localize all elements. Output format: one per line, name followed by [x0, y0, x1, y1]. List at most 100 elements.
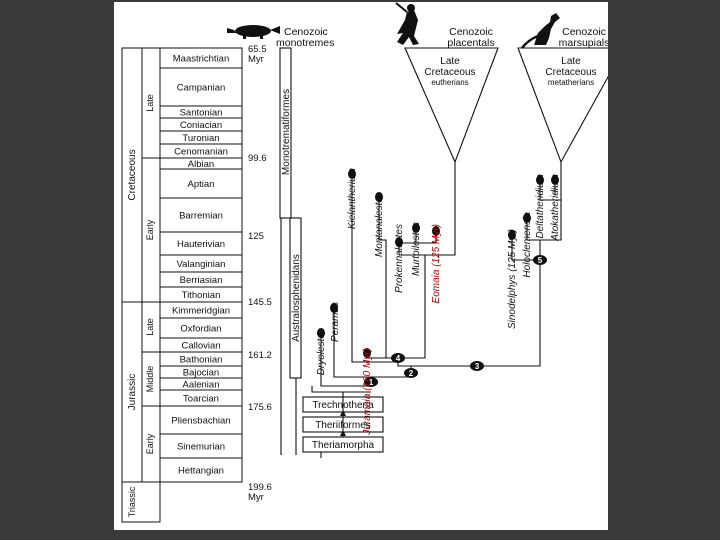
stage-label: Valanginian	[177, 259, 226, 270]
stage-label: Sinemurian	[177, 442, 225, 453]
epoch-label: Early	[145, 219, 155, 240]
stage-label: Callovian	[181, 341, 220, 352]
age-label: 199.6	[248, 482, 272, 493]
age-label: 161.2	[248, 350, 272, 361]
node-number: 4	[396, 354, 401, 363]
age-unit-label: Myr	[248, 492, 264, 503]
taxon-kielantherium: Kielantherium	[347, 168, 358, 229]
node-number: 5	[538, 256, 543, 265]
taxon-prokennalestes: Prokennalestes	[394, 224, 405, 293]
header-labels: Cenozoic monotremes Cenozoic placentals …	[276, 26, 608, 49]
age-labels: 65.5 Myr 99.6 125 145.5 161.2 175.6 199.…	[248, 44, 272, 503]
epoch-label: Late	[145, 94, 155, 112]
metatherians-label: metatherians	[548, 78, 594, 87]
stage-label: Tithonian	[182, 290, 221, 301]
metatherians-label: Cretaceous	[545, 67, 596, 78]
eutherians-label: Cretaceous	[424, 67, 475, 78]
eutherian-funnel: Late Cretaceous eutherians	[404, 47, 499, 164]
node-marker	[533, 255, 547, 265]
period-label: Triassic	[127, 486, 137, 517]
clade-trechnotheria: Trechnotheria	[312, 400, 374, 411]
eutherians-label: Late	[440, 56, 460, 67]
taxon-dot	[330, 303, 338, 313]
taxon-dot	[508, 230, 516, 240]
stage-box	[159, 457, 243, 483]
age-unit-label: Myr	[248, 54, 264, 65]
lineage-bars: Monotrematiformes Australosphenidans	[279, 47, 302, 455]
placentals-label: Cenozoic	[449, 26, 493, 38]
stage-label: Aalenian	[183, 380, 220, 391]
age-label: 145.5	[248, 297, 272, 308]
marsupials-label: marsupials	[559, 37, 608, 49]
node-markers: 1 2 3 4 5	[364, 255, 547, 387]
stage-label: Coniacian	[180, 120, 222, 131]
taxon-dot	[317, 328, 325, 338]
kangaroo-icon	[521, 13, 560, 49]
taxon-labels: Dryolestes Peramus Juramaia (160 Myr) Ki…	[316, 168, 561, 436]
taxon-deltatheridium: Deltatheridium	[535, 174, 546, 238]
baseball-player-icon	[395, 2, 419, 45]
period-label: Cretaceous	[127, 149, 138, 200]
taxon-dot	[551, 175, 559, 185]
stage-label: Bajocian	[183, 368, 219, 379]
taxon-dot	[432, 226, 440, 236]
stage-label: Aptian	[188, 179, 215, 190]
age-label: 125	[248, 231, 264, 242]
taxon-sinodelphys: Sinodelphys (125 Myr)	[507, 229, 518, 329]
taxon-dot	[523, 213, 531, 223]
metatherian-funnel: Late Cretaceous metatherians	[517, 47, 608, 164]
stage-label: Cenomanian	[174, 147, 228, 158]
clade-boxes: Trechnotheria Theriiformes Theriamorpha	[302, 392, 384, 458]
epoch-label: Late	[145, 318, 155, 336]
stage-label: Maastrichtian	[173, 54, 230, 65]
monotremes-label: Cenozoic	[284, 26, 328, 38]
bar-label-australosphenidans: Australosphenidans	[291, 254, 302, 342]
node-marker	[470, 361, 484, 371]
node-marker	[391, 353, 405, 363]
metatherians-label: Late	[561, 56, 581, 67]
stage-label: Hettangian	[178, 466, 224, 477]
platypus-icon	[227, 25, 280, 39]
node-marker	[404, 368, 418, 378]
taxon-dot	[363, 348, 371, 358]
phylogeny-chart: MaastrichtianCampanianSantonianConiacian…	[121, 2, 608, 523]
marsupials-label: Cenozoic	[562, 26, 606, 38]
epoch-label: Early	[145, 433, 155, 454]
taxon-holoclemensia: Holoclemensia	[522, 212, 533, 278]
taxon-dot	[412, 223, 420, 233]
taxon-dryolestes: Dryolestes	[316, 328, 327, 375]
taxon-dots	[317, 169, 559, 358]
monotremes-label: monotremes	[276, 37, 334, 49]
epoch-label: Middle	[145, 366, 155, 393]
stage-label: Turonian	[182, 133, 219, 144]
taxon-eomaia: Eomaia (125 Myr)	[431, 224, 442, 303]
taxon-atokatheridium: Atokatheridium	[550, 174, 561, 242]
node-number: 2	[409, 369, 414, 378]
taxon-dot	[536, 175, 544, 185]
taxon-dot	[348, 169, 356, 179]
bar-label-monotrematiformes: Monotrematiformes	[281, 89, 292, 175]
node-number: 3	[475, 362, 480, 371]
eutherians-label: eutherians	[431, 78, 468, 87]
clade-theriiformes: Theriiformes	[315, 420, 371, 431]
taxon-peramus: Peramus	[330, 302, 341, 342]
stage-label: Bathonian	[180, 355, 223, 366]
age-label: 99.6	[248, 153, 267, 164]
stage-label: Albian	[188, 159, 214, 170]
stage-label: Barremian	[179, 211, 223, 222]
node-marker	[364, 377, 378, 387]
clade-theriamorpha: Theriamorpha	[312, 440, 375, 451]
stage-label: Pliensbachian	[171, 416, 230, 427]
stage-label: Campanian	[177, 83, 226, 94]
taxon-juramaia: Juramaia (160 Myr)	[362, 348, 373, 436]
node-number: 1	[369, 378, 374, 387]
taxon-murtoilestes: Murtoilestes	[411, 222, 422, 276]
stage-label: Santonian	[180, 108, 223, 119]
stage-label: Hauterivian	[177, 239, 225, 250]
period-label: Jurassic	[127, 374, 138, 411]
placentals-label: placentals	[447, 37, 494, 49]
taxon-dot	[395, 237, 403, 247]
taxon-montanalestes: Montanalestes	[374, 192, 385, 257]
stage-label: Berriasian	[180, 275, 223, 286]
